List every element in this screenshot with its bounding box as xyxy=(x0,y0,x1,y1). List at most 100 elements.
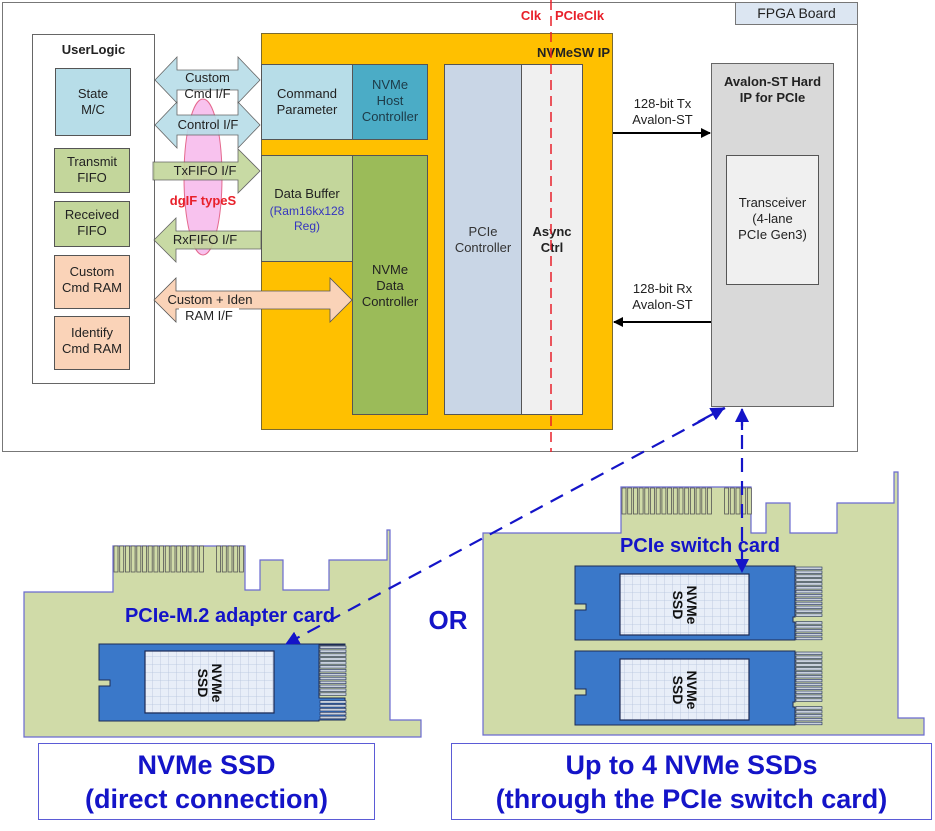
async-ctrl-block xyxy=(521,64,583,415)
gold-finger xyxy=(176,545,182,573)
caption-left-line1: NVMe SSD xyxy=(137,749,276,780)
data-buffer-label3: Reg) xyxy=(293,219,320,233)
nvme-data-controller-label3: Controller xyxy=(361,294,419,309)
gold-finger xyxy=(735,487,741,515)
nvme-host-controller-block xyxy=(352,64,428,140)
connector-pin xyxy=(795,694,823,698)
connector-pin xyxy=(319,649,347,653)
adapter-ssd-chip xyxy=(144,650,275,714)
connector-pin xyxy=(319,669,347,673)
data-buffer-block xyxy=(261,155,353,262)
gold-finger xyxy=(199,545,204,573)
adapter-card-label: PCIe-M.2 adapter card xyxy=(124,605,336,627)
connector-pin xyxy=(795,613,823,617)
gold-finger xyxy=(238,545,244,573)
connector-pin xyxy=(319,657,347,661)
connector-pin xyxy=(795,717,823,722)
gold-finger xyxy=(227,545,233,573)
identify-cmd-ram-label2: Cmd RAM xyxy=(62,341,122,356)
gold-finger xyxy=(633,487,638,515)
gold-finger xyxy=(193,545,199,573)
connector-pin xyxy=(795,582,823,586)
connector-pin xyxy=(319,704,347,708)
connector-pin xyxy=(795,671,823,675)
adapter-ssd-label2: SSD xyxy=(195,668,211,698)
pcie-controller-label2: Controller xyxy=(454,240,512,255)
connector-pin xyxy=(795,710,823,714)
identify-cmd-ram-label1: Identify xyxy=(71,325,113,340)
connector-pin xyxy=(795,601,823,605)
gold-finger xyxy=(729,487,735,515)
state-machine-label1: State xyxy=(77,86,109,101)
connector-pin xyxy=(795,632,823,637)
switch-ssd-chip-2 xyxy=(619,658,750,721)
gold-finger xyxy=(690,487,695,515)
custom-cmd-if-label2: Cmd I/F xyxy=(184,86,231,101)
caption-switch-connection: Up to 4 NVMe SSDs (through the PCIe swit… xyxy=(451,743,932,820)
gold-finger xyxy=(216,545,222,573)
gold-finger xyxy=(655,487,661,515)
received-fifo-label1: Received xyxy=(64,207,120,222)
connector-pin xyxy=(795,655,823,659)
switch-ssd-label-1: NVMe SSD xyxy=(670,575,700,635)
connector-pin xyxy=(319,684,347,688)
dgif-types-label: dgIF typeS xyxy=(169,193,237,208)
tx-link-label1: 128-bit Tx xyxy=(633,96,692,111)
custom-cmd-ram-label1: Custom xyxy=(69,264,115,279)
rxfifo-if-label: RxFIFO I/F xyxy=(172,232,238,247)
caption-left-line2: (direct connection) xyxy=(84,783,328,814)
async-ctrl-label2: Ctrl xyxy=(540,240,564,255)
custom-iden-if-label1: Custom + Iden xyxy=(167,292,253,307)
gold-finger xyxy=(181,545,187,573)
switch-card-label: PCIe switch card xyxy=(619,535,781,557)
connector-pin xyxy=(795,590,823,594)
connector-pin xyxy=(795,609,823,613)
switch-card-gold-fingers xyxy=(621,487,752,515)
connector-pin xyxy=(795,675,823,679)
gold-finger xyxy=(153,545,159,573)
adapter-ssd-label: NVMe SSD xyxy=(195,653,225,713)
transceiver-label2: (4-lane xyxy=(752,211,793,226)
transceiver-label1: Transceiver xyxy=(738,195,807,210)
gold-finger xyxy=(747,487,752,515)
gold-finger xyxy=(187,545,193,573)
clock-label-pcieclk: PCIeClk xyxy=(555,8,605,23)
switch-ssd-chip-1 xyxy=(619,573,750,636)
connector-pin xyxy=(795,605,823,609)
transceiver-block xyxy=(726,155,819,285)
custom-iden-if-label2: RAM I/F xyxy=(185,308,233,323)
nvme-data-controller-label2: Data xyxy=(376,278,404,293)
pcie-controller-block xyxy=(444,64,522,415)
connector-pin xyxy=(319,708,347,712)
connector-pin xyxy=(795,621,823,625)
received-fifo-block xyxy=(54,201,130,247)
switch-ssd-label-2: NVMe SSD xyxy=(670,660,700,720)
switch-ssd-label-1b: SSD xyxy=(670,590,686,620)
nvme-data-controller-label1: NVMe xyxy=(371,262,409,277)
fpga-board-label-text: FPGA Board xyxy=(757,5,836,21)
connector-pin xyxy=(795,578,823,582)
txfifo-if-label: TxFIFO I/F xyxy=(173,163,237,178)
gold-finger xyxy=(125,545,130,573)
connector-pin xyxy=(319,692,347,696)
gold-finger xyxy=(701,487,707,515)
tx-link-label2: Avalon-ST xyxy=(632,112,693,127)
connector-pin xyxy=(319,711,347,716)
fpga-board xyxy=(2,2,858,452)
connector-pin xyxy=(319,676,347,681)
connector-pin xyxy=(795,593,823,598)
hard-ip-title2: IP for PCIe xyxy=(739,90,806,105)
connector-pin xyxy=(795,714,823,718)
connector-pin xyxy=(319,665,347,669)
gold-finger xyxy=(707,487,712,515)
connector-pin xyxy=(795,686,823,690)
command-parameter-label1: Command xyxy=(277,86,337,101)
connector-pin xyxy=(795,678,823,683)
adapter-ssd-label1: NVMe xyxy=(209,663,225,703)
switch-ssd-label-2b: SSD xyxy=(670,675,686,705)
gold-finger xyxy=(159,545,165,573)
adapter-card-connection-head xyxy=(697,407,725,423)
nvme-data-controller-block xyxy=(352,155,428,415)
gold-finger xyxy=(142,545,147,573)
